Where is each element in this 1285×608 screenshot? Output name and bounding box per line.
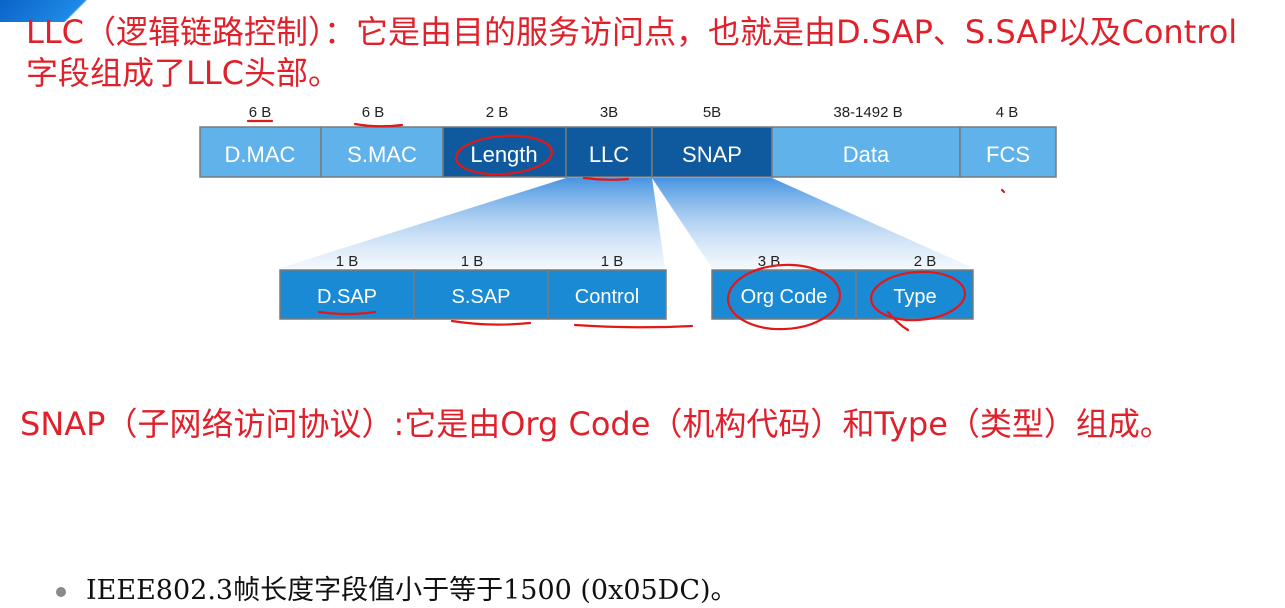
snap-description: SNAP（子网络访问协议）:它是由Org Code（机构代码）和Type（类型）… (20, 405, 1172, 443)
field-fcs-label: FCS (986, 142, 1030, 167)
field-data-size: 38-1492 B (833, 104, 902, 121)
tail-type (886, 310, 910, 332)
field-smac-label: S.MAC (347, 142, 417, 167)
field-fcs (959, 126, 1057, 178)
field-dmac-label: D.MAC (225, 142, 296, 167)
field-type-size: 2 B (914, 253, 937, 270)
field-dsap-label: D.SAP (317, 286, 377, 308)
field-org-code-label: Org Code (741, 286, 828, 308)
field-llc (565, 126, 653, 178)
field-control-label: Control (575, 286, 639, 308)
field-length-label: Length (470, 142, 537, 167)
underline-ssap (450, 319, 532, 326)
field-snap-size: 5B (703, 104, 721, 121)
llc-expansion-fan (280, 178, 665, 268)
field-snap-label: SNAP (682, 142, 742, 167)
field-control (547, 269, 667, 320)
bullet-text: IEEE802.3帧长度字段值小于等于1500 (0x05DC)。 (86, 575, 738, 606)
field-dmac-size: 6 B (249, 104, 272, 121)
field-ssap-label: S.SAP (452, 286, 511, 308)
llc-description-text: LLC（逻辑链路控制）：它是由目的服务访问点，也就是由D.SAP、S.SAP以及… (26, 13, 1238, 92)
mark-fcs (1000, 188, 1006, 194)
field-data (771, 126, 961, 178)
field-fcs-size: 4 B (996, 104, 1019, 121)
ethernet-frame: D.MAC S.MAC Length LLC SNAP Data FCS 6 B… (199, 104, 1057, 178)
slide-corner-decoration (0, 0, 100, 22)
snap-expansion-fan (652, 178, 973, 268)
llc-description: LLC（逻辑链路控制）：它是由目的服务访问点，也就是由D.SAP、S.SAP以及… (26, 12, 1246, 94)
circle-org-code (726, 263, 842, 331)
field-llc-size: 3B (600, 104, 618, 121)
bullet-dot (56, 586, 66, 597)
underline-smac-size (353, 122, 404, 128)
llc-detail: D.SAP S.SAP Control 1 B 1 B 1 B (279, 253, 667, 320)
field-control-size: 1 B (601, 253, 624, 270)
field-length-size: 2 B (486, 104, 509, 121)
field-llc-label: LLC (589, 142, 629, 167)
circle-length (454, 134, 554, 176)
field-ssap (413, 269, 549, 320)
handwritten-annotations (246, 119, 1006, 332)
field-dsap (279, 269, 415, 320)
field-smac-size: 6 B (362, 104, 385, 121)
bullet-item: IEEE802.3帧长度字段值小于等于1500 (0x05DC)。 (56, 568, 738, 607)
underline-llc (582, 176, 630, 181)
field-ssap-size: 1 B (461, 253, 484, 270)
circle-type (869, 270, 967, 322)
field-dsap-size: 1 B (336, 253, 359, 270)
underline-dsap (317, 310, 377, 316)
field-type-label: Type (893, 286, 936, 308)
underline-control (573, 323, 694, 329)
field-data-label: Data (843, 142, 890, 167)
field-snap (651, 126, 773, 178)
